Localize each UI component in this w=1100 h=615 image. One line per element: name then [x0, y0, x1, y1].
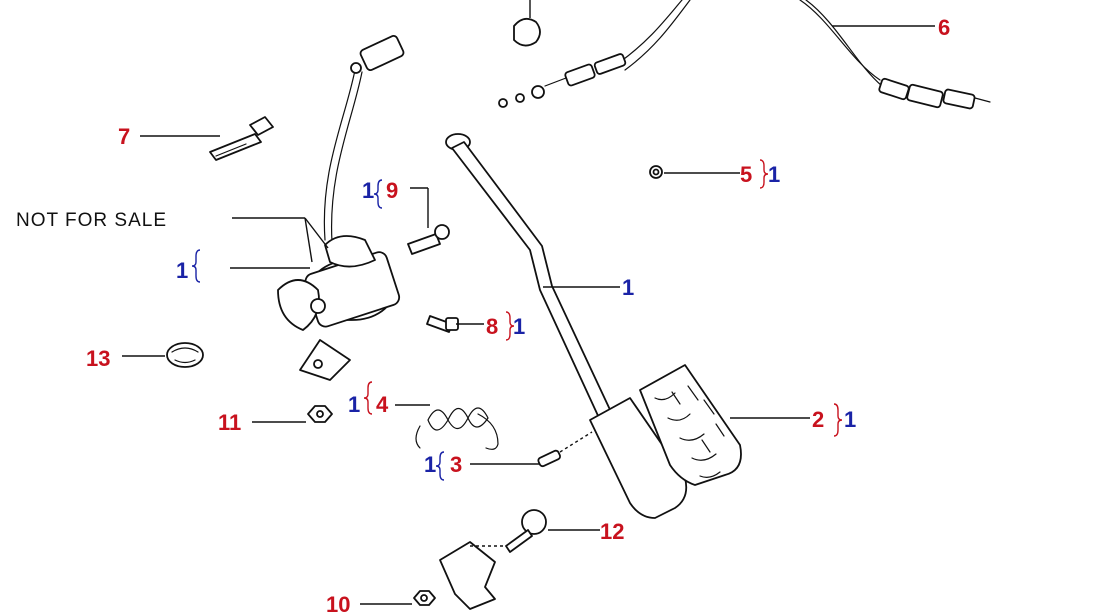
part-13-cap: [166, 342, 204, 368]
actuator-assembly: [277, 34, 405, 381]
callout-2-qty: 1: [844, 407, 856, 432]
pedal-pad: [589, 364, 742, 519]
callout-12: 12: [600, 519, 624, 544]
leader-lines: [122, 25, 935, 605]
callout-11: 11: [218, 410, 241, 435]
callout-4: 4: [376, 392, 389, 417]
callout-13: 13: [86, 346, 110, 371]
callout-9-qty: 1: [362, 178, 374, 203]
callout-2: 2: [812, 407, 824, 432]
callout-7: 7: [118, 124, 130, 149]
part-11-nut: [307, 405, 333, 423]
part-10-bracket: [413, 541, 506, 610]
callout-actuator-qty: 1: [176, 258, 188, 283]
callout-9: 9: [386, 178, 398, 203]
callout-1-pedal: 1: [622, 275, 634, 300]
callout-10: 10: [326, 592, 350, 615]
not-for-sale-note: NOT FOR SALE: [16, 210, 167, 231]
callout-5-qty: 1: [768, 162, 780, 187]
part-8-bolt: [426, 315, 459, 333]
callout-8: 8: [486, 314, 498, 339]
part-5-nut: [649, 165, 663, 179]
part-7-screw: [209, 116, 274, 161]
callout-4-qty: 1: [348, 392, 360, 417]
quantity-braces: [191, 159, 843, 481]
callout-5: 5: [740, 162, 752, 187]
callout-3-qty: 1: [424, 452, 436, 477]
throttle-cable: [498, 0, 991, 110]
callout-3: 3: [450, 452, 462, 477]
part-9-bolt: [407, 224, 450, 255]
callout-6: 6: [938, 15, 950, 40]
part-12-bolt: [505, 509, 547, 553]
cable-clip: [513, 0, 541, 47]
pedal-arm: [445, 133, 613, 421]
part-4-spring: [415, 407, 499, 450]
callout-8-qty: 1: [513, 314, 525, 339]
part-3-pin: [537, 431, 593, 468]
